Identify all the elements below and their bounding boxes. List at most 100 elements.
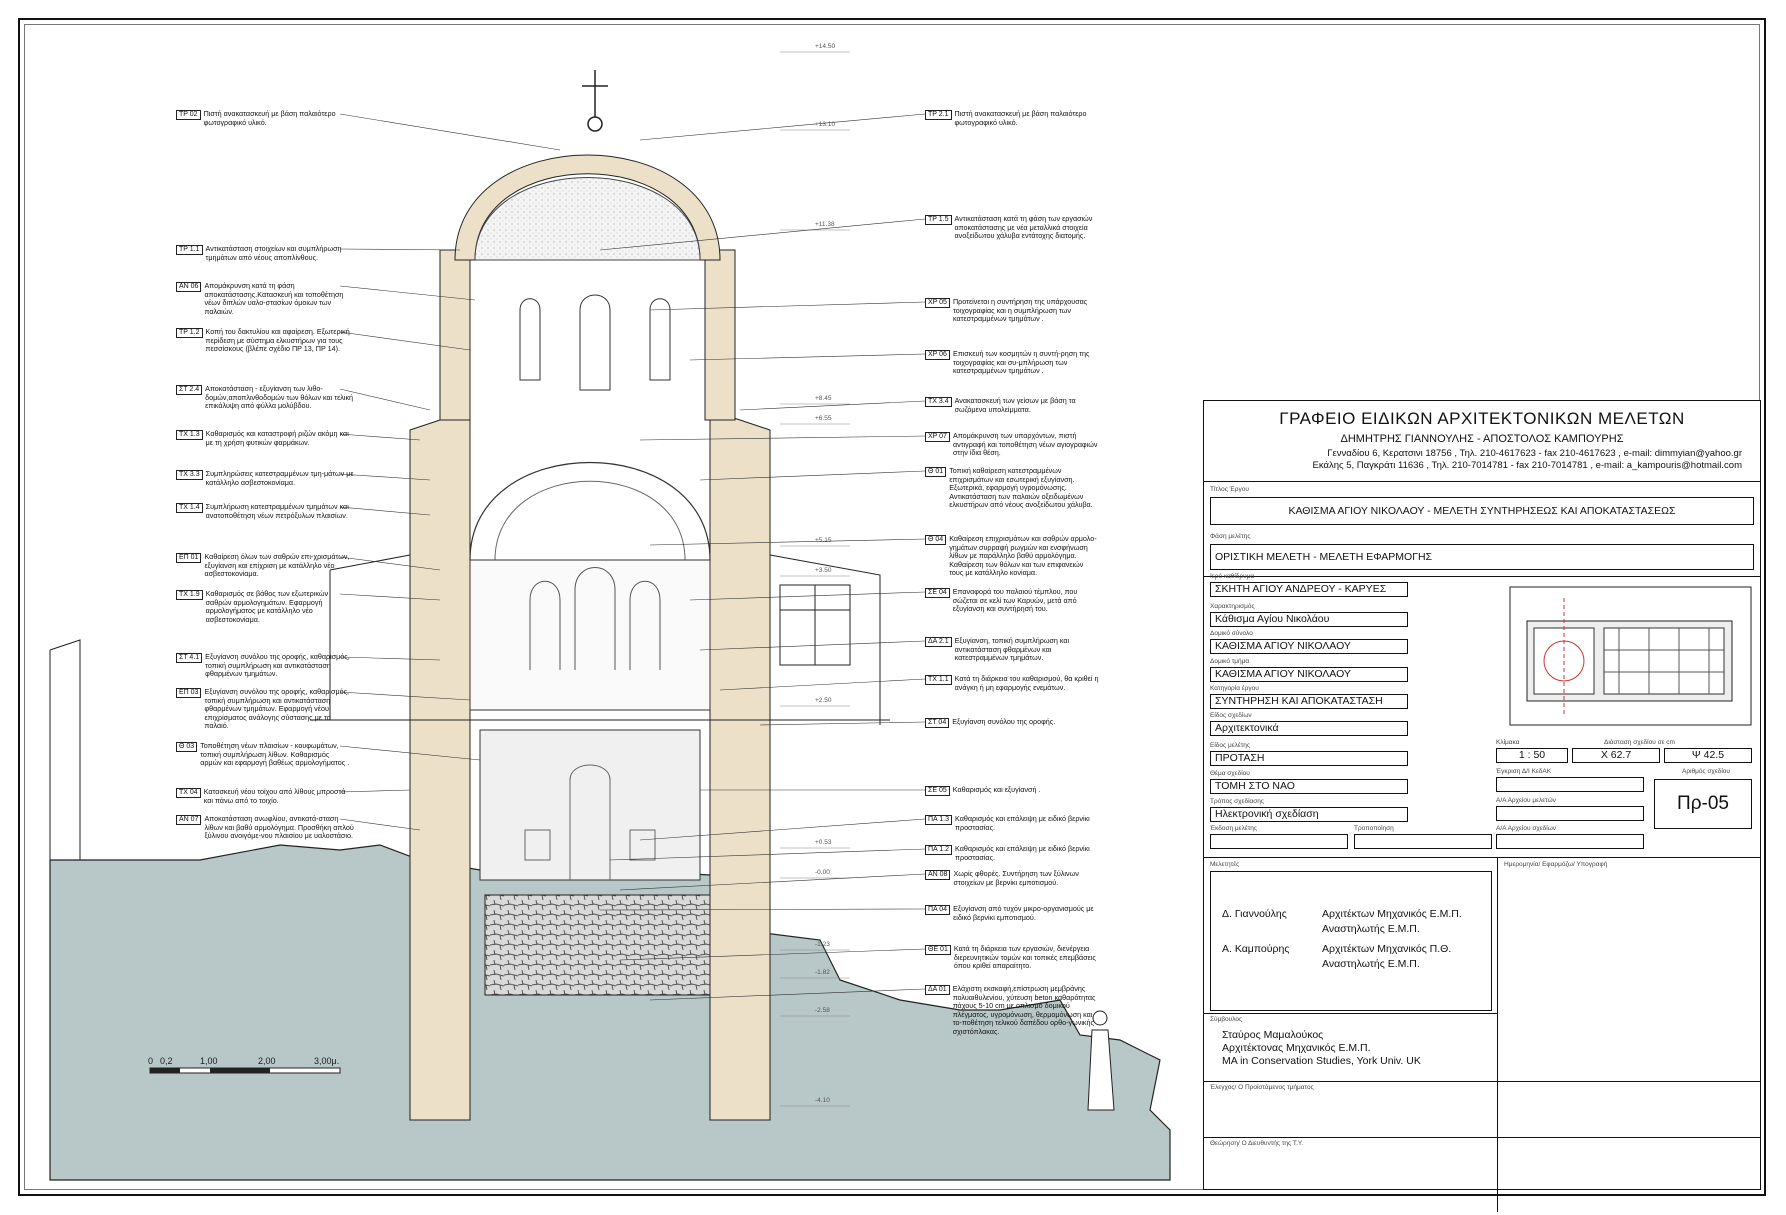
plan-thumbnail (1509, 586, 1752, 726)
leader-right-16 (599, 908, 926, 911)
field-label-6: Είδος μελέτης (1210, 742, 1251, 749)
field-label-2: Δομικό σύνολο (1210, 630, 1253, 637)
leader-right-15 (619, 873, 926, 891)
dims-label: Διάσταση σχεδίου σε cm (1604, 739, 1675, 746)
note-text: Χωρίς φθορές. Συντήρηση των ξύλινων στοι… (953, 869, 1079, 887)
sheet-frame (18, 18, 1766, 1196)
designer-1-role2: Αναστηλωτής Ε.Μ.Π. (1322, 923, 1420, 935)
note-text: Εξυγίανση συνόλου της οροφής. (952, 717, 1056, 726)
field-value-8: Ηλεκτρονική σχεδίαση (1210, 807, 1408, 822)
leader-left-10 (339, 656, 441, 661)
dim-y: Ψ 42.5 (1664, 748, 1752, 763)
drawing-no-label: Αριθμός σχεδίου (1682, 768, 1730, 775)
note-code: ΧΡ 06 (925, 350, 950, 360)
dome-interior (474, 177, 701, 261)
note-text: Καθαίρεση όλων των σαθρών επι-χρισμάτων,… (204, 552, 350, 579)
designer-1-name: Δ. Γιαννούλης (1222, 908, 1287, 920)
note-code: ΑΝ 06 (176, 282, 202, 292)
note-code: Θ 01 (925, 467, 947, 477)
note-code: ΣΤ 4.1 (176, 653, 203, 663)
note-text: Επισκευή των κοσμητών η συντή-ρηση της τ… (952, 349, 1090, 376)
note-code: ΘΕ 01 (925, 945, 951, 955)
note-text: Καθαρισμός και καταστροφή ριζών ακόμη κα… (205, 429, 349, 447)
note-text: Καθαρισμός σε βάθος των εξωτερικών σαθρώ… (205, 589, 329, 624)
note-text: Προτείνεται η συντήρηση της υπάρχουσας τ… (952, 297, 1088, 324)
field-value-3: ΚΑΘΙΣΜΑ ΑΓΙΟΥ ΝΙΚΟΛΑΟΥ (1210, 667, 1408, 682)
note-text: Κατά τη διάρκεια του καθαρισμού, θα κριθ… (954, 674, 1099, 692)
note-code: Θ 04 (925, 535, 947, 545)
scale-label-3: 3,00μ. (314, 1056, 340, 1066)
interior-vault (469, 462, 711, 561)
phase-value: ΟΡΙΣΤΙΚΗ ΜΕΛΕΤΗ - ΜΕΛΕΤΗ ΕΦΑΡΜΟΓΗΣ (1210, 544, 1754, 570)
note-text: Τοπική καθαίρεση κατεστραμμένων επιχρισμ… (949, 466, 1093, 510)
archive2-box (1496, 834, 1644, 849)
level-label-10: -1.23 (815, 941, 830, 948)
field-label-4: Κατηγορία έργου (1210, 685, 1259, 692)
leader-left-11 (339, 691, 471, 701)
note-code: ΤΡ 1.5 (925, 215, 952, 225)
advisor-role: Αρχιτέκτονας Μηχανικός Ε.Μ.Π. (1222, 1042, 1371, 1054)
scale-value: 1 : 50 (1496, 748, 1568, 763)
revision-label: Τροποποίηση (1354, 825, 1394, 832)
field-label-1: Χαρακτηρισμός (1210, 603, 1255, 610)
note-code: ΣΕ 04 (925, 588, 950, 598)
designer-2-name: Α. Καμπούρης (1222, 943, 1290, 955)
advisor-label: Σύμβουλος (1210, 1016, 1243, 1023)
level-label-6: +3.50 (815, 567, 832, 574)
note-code: ΔΑ 01 (925, 985, 950, 995)
scale-field-label: Κλίμακα (1496, 739, 1520, 746)
scale-bar (149, 1067, 341, 1074)
note-text: Εξυγίανση συνόλου της οροφής, καθαρισμός… (205, 652, 350, 679)
note-code: ΑΝ 07 (176, 815, 202, 825)
scale-label-1: 1,00 (200, 1056, 218, 1066)
note-text: Απομάκρυνση των υπαρχόντων, πιστή αντιγρ… (952, 431, 1098, 458)
designer-2-role1: Αρχιτέκτων Μηχανικός Π.Θ. (1322, 943, 1452, 955)
leader-right-11 (759, 721, 926, 726)
note-text: Πιστή ανακατασκευή με βάση παλαιότερο φω… (954, 109, 1087, 127)
field-label-5: Είδος σχεδίων (1210, 712, 1252, 719)
field-value-5: Αρχιτεκτονικά (1210, 721, 1408, 736)
note-text: Κατά τη διάρκεια των εργασιών, διενέργει… (953, 944, 1096, 971)
project-label: Τίτλος Έργου (1210, 486, 1249, 493)
note-text: Αντικατάσταση κατά τη φάση των εργασιών … (954, 214, 1093, 241)
note-code: ΤΡ 02 (176, 110, 201, 120)
level-label-3: +8.45 (815, 395, 832, 402)
note-text: Κατασκευή νέου τοίχου από λίθους μπροστά… (203, 787, 346, 805)
edition-box (1210, 834, 1348, 849)
leader-right-5 (639, 435, 926, 441)
note-code: ΤΧ 1.9 (176, 590, 203, 600)
note-code: ΤΧ 1.4 (176, 503, 203, 513)
note-code: ΧΡ 05 (925, 298, 950, 308)
note-text: Αποκατάσταση ανωφλίου, αντικατά-σταση λί… (204, 814, 354, 841)
level-label-7: +2.50 (815, 697, 832, 704)
leader-left-8 (339, 556, 441, 571)
field-label-3: Δομικό τμήμα (1210, 658, 1250, 665)
note-text: Εξυγίανση, τοπική συμπλήρωση και αντικατ… (954, 636, 1070, 663)
leader-right-9 (699, 640, 926, 651)
scale-label-0: 0 (148, 1056, 154, 1066)
title-block: ΓΡΑΦΕΙΟ ΕΙΔΙΚΩΝ ΑΡΧΙΤΕΚΤΟΝΙΚΩΝ ΜΕΛΕΤΩΝ Δ… (1203, 400, 1761, 1212)
level-label-0: +14.50 (815, 43, 836, 50)
level-label-11: -1.82 (815, 969, 830, 976)
designer-2-role2: Αναστηλωτής Ε.Μ.Π. (1322, 958, 1420, 970)
note-code: ΤΧ 3.4 (925, 397, 952, 407)
leader-right-10 (719, 678, 926, 691)
field-label-7: Θέμα σχεδίου (1210, 770, 1250, 777)
